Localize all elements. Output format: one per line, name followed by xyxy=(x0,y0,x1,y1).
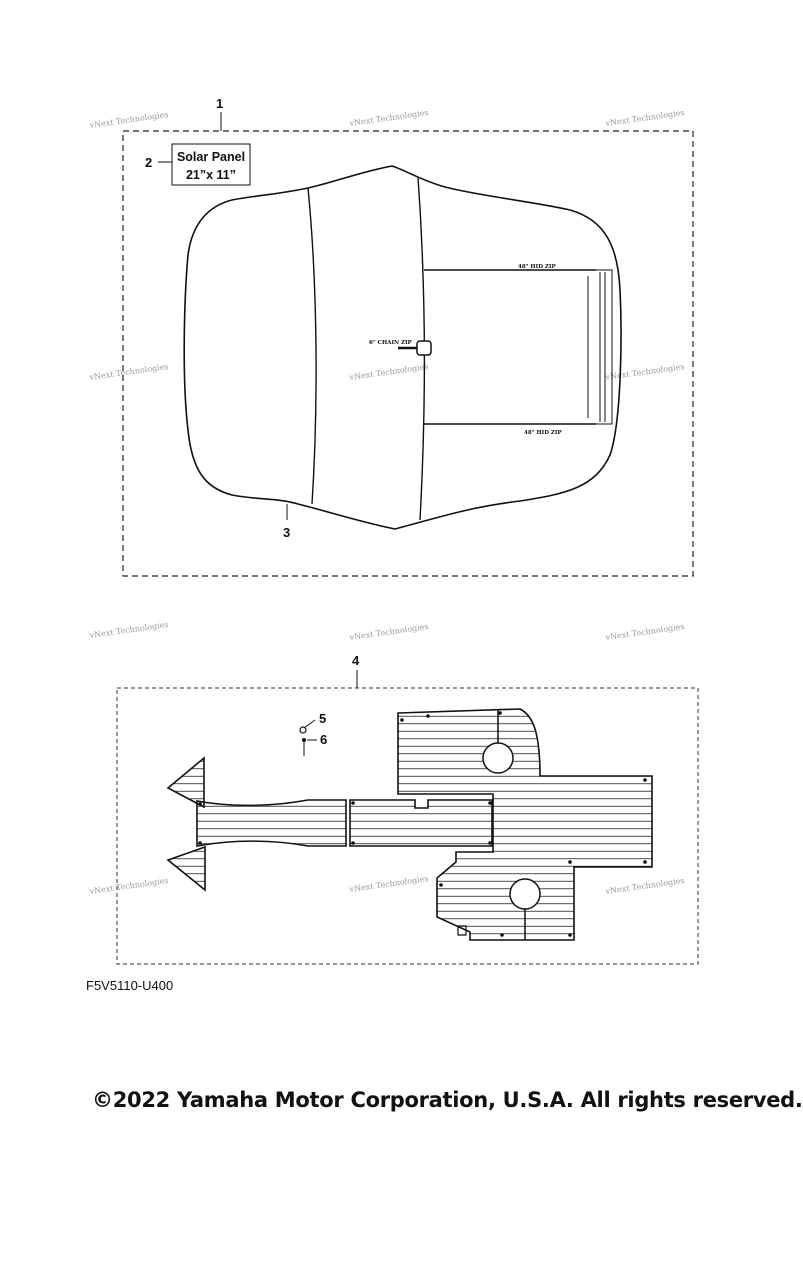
watermark: vNext Technologies xyxy=(604,622,685,642)
mat-group: 4 5 6 xyxy=(116,653,699,965)
watermark: vNext Technologies xyxy=(348,362,429,382)
panel-strip xyxy=(595,269,613,425)
mat-center-pad xyxy=(349,799,493,847)
screw-part xyxy=(302,738,306,742)
cutout-lower xyxy=(509,878,541,910)
mat-triangle-lower xyxy=(166,845,206,892)
watermark: vNext Technologies xyxy=(348,622,429,642)
chain-zip-label: 6" CHAIN ZIP xyxy=(369,340,412,346)
drawing-code: F5V5110-U400 xyxy=(86,978,174,993)
callout-3: 3 xyxy=(283,525,290,540)
cover-group-border xyxy=(122,130,694,577)
callout-6: 6 xyxy=(320,732,327,747)
watermark: vNext Technologies xyxy=(88,362,169,382)
mat-main-pad xyxy=(397,708,653,941)
callout-2: 2 xyxy=(145,155,152,170)
watermark: vNext Technologies xyxy=(88,620,169,640)
copyright-notice: ©2022 Yamaha Motor Corporation, U.S.A. A… xyxy=(92,1088,803,1112)
snap-fastener-part xyxy=(299,726,307,734)
cover-outline xyxy=(183,165,622,530)
watermark: vNext Technologies xyxy=(604,108,685,128)
watermark: vNext Technologies xyxy=(604,362,685,382)
solar-panel-box xyxy=(171,143,251,186)
callout-5: 5 xyxy=(319,711,326,726)
mat-group-border xyxy=(116,687,699,965)
mat-tab xyxy=(457,925,467,936)
watermark: vNext Technologies xyxy=(88,876,169,896)
top-zipper-label: 48" HID ZIP xyxy=(518,264,556,270)
solar-panel-label: Solar Panel xyxy=(177,150,245,164)
mat-triangle-upper xyxy=(166,756,205,809)
callout-4: 4 xyxy=(352,653,360,668)
cover-seam-left xyxy=(307,187,317,505)
watermark: vNext Technologies xyxy=(88,110,169,130)
parts-diagram: vNext Technologies vNext Technologies vN… xyxy=(88,96,699,965)
watermark: vNext Technologies xyxy=(348,874,429,894)
mat-tail-pad xyxy=(196,799,347,847)
cover-group: 1 2 Solar Panel 21”x 11” 48" HID ZIP 48"… xyxy=(122,96,694,577)
solar-panel-size: 21”x 11” xyxy=(186,168,236,182)
cutout-upper xyxy=(482,742,514,774)
chain-zip-pull xyxy=(416,340,432,356)
watermark: vNext Technologies xyxy=(604,876,685,896)
callout-1: 1 xyxy=(216,96,223,111)
watermark: vNext Technologies xyxy=(348,108,429,128)
bottom-zipper-label: 48" HID ZIP xyxy=(524,430,562,436)
callout-5-leader xyxy=(303,719,316,729)
snap-dots xyxy=(198,711,647,937)
